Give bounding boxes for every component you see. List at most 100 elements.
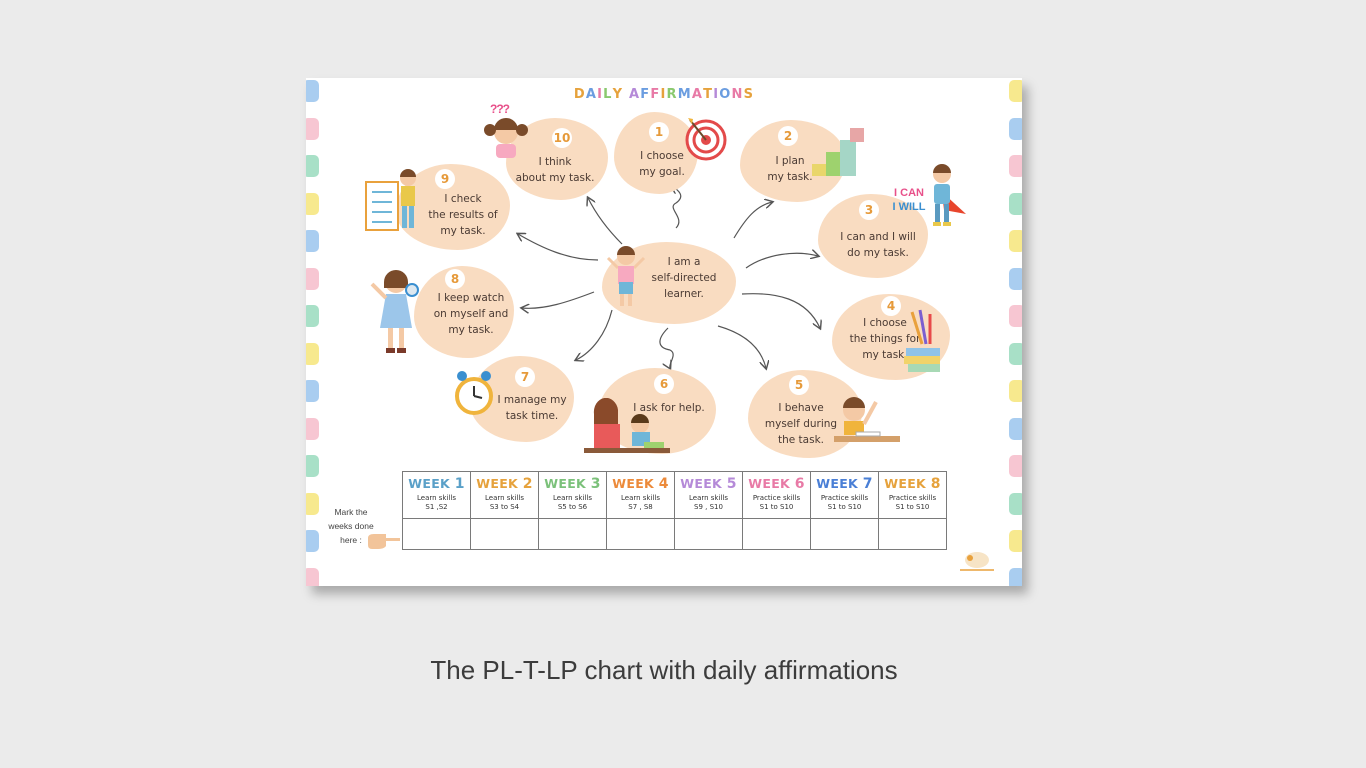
week-label: WEEK 1 — [403, 476, 470, 492]
title-letter: L — [603, 87, 613, 102]
week-1-checkbox[interactable] — [402, 518, 471, 550]
week-number: 1 — [454, 476, 465, 492]
title-letter: A — [628, 87, 641, 102]
week-activity: Practice skills — [752, 494, 801, 502]
title-letter: A — [585, 87, 598, 102]
node-9-number: 9 — [435, 169, 455, 189]
week-skills: S1 ,S2 — [425, 503, 448, 511]
target-icon — [685, 118, 727, 161]
side-tab — [1009, 192, 1022, 215]
title-letter: T — [703, 87, 714, 102]
week-7-checkbox[interactable] — [810, 518, 879, 550]
week-activity: Learn skills — [689, 494, 728, 502]
node-3-text: I can and I will do my task. — [840, 231, 916, 259]
side-tab — [306, 380, 319, 402]
week-number: 2 — [522, 476, 533, 492]
affirmations-poster: DAILY AFFIRMATIONS I am a self-dir — [306, 78, 1022, 586]
week-skills: S9 , S10 — [694, 503, 723, 511]
node-2-text: I plan my task. — [767, 155, 813, 183]
title-letter: I — [713, 87, 720, 102]
mark-weeks-text: Mark the weeks done here : — [328, 507, 374, 545]
week-word: WEEK — [884, 476, 927, 491]
center-text: I am a self-directed learner. — [651, 256, 717, 300]
figure-caption: The PL-T-LP chart with daily affirmation… — [430, 655, 898, 685]
node-7-number: 7 — [515, 367, 535, 387]
arrow-to-5 — [717, 325, 766, 368]
title-letter: F — [640, 87, 651, 102]
title-letter: Y — [612, 87, 624, 102]
week-word: WEEK — [816, 476, 859, 491]
week-word: WEEK — [748, 476, 791, 491]
side-tab — [306, 230, 319, 252]
i-will-text: I WILL — [892, 201, 926, 213]
week-word: WEEK — [612, 476, 655, 491]
side-tab — [1009, 380, 1022, 402]
title-letter: F — [650, 87, 661, 102]
week-2-checkbox[interactable] — [470, 518, 539, 550]
arrow-to-4 — [741, 293, 820, 328]
mindmap-arrows — [306, 78, 1022, 586]
week-number: 8 — [930, 476, 941, 492]
week-4-checkbox[interactable] — [606, 518, 675, 550]
side-tab — [306, 492, 319, 515]
week-3-checkbox[interactable] — [538, 518, 607, 550]
week-number: 4 — [658, 476, 669, 492]
parent-child-icon — [584, 398, 670, 453]
week-activity: Practice skills — [820, 494, 869, 502]
week-8-checkbox[interactable] — [878, 518, 947, 550]
week-6-checkbox[interactable] — [742, 518, 811, 550]
thinking-girl-icon — [484, 118, 528, 158]
arrow-to-9 — [518, 234, 599, 261]
side-tab — [306, 80, 319, 102]
arrow-to-6 — [659, 327, 674, 368]
week-word: WEEK — [544, 476, 587, 491]
side-tab — [306, 567, 319, 586]
side-tab — [306, 417, 319, 440]
week-label: WEEK 7 — [811, 476, 878, 492]
side-tab — [1009, 230, 1022, 252]
title-letter: D — [573, 87, 586, 102]
week-number: 5 — [726, 476, 737, 492]
week-word: WEEK — [408, 476, 451, 491]
week-activity: Learn skills — [485, 494, 524, 502]
title-letter: A — [691, 87, 704, 102]
week-skills: S5 to S6 — [557, 503, 588, 511]
week-label: WEEK 2 — [471, 476, 538, 492]
stairs-icon — [812, 128, 864, 176]
week-word: WEEK — [476, 476, 519, 491]
week-skills: S7 , S8 — [628, 503, 653, 511]
week-skills: S3 to S4 — [489, 503, 520, 511]
side-tab — [306, 117, 319, 140]
week-number: 7 — [862, 476, 873, 492]
side-tab — [1009, 267, 1022, 290]
week-activity: Learn skills — [621, 494, 660, 502]
title-letter: M — [677, 87, 692, 102]
node-6-text: I ask for help. — [633, 402, 705, 414]
week-number: 6 — [794, 476, 805, 492]
week-label: WEEK 6 — [743, 476, 810, 492]
side-tab — [1009, 567, 1022, 586]
side-tab — [306, 342, 319, 365]
node-10-number: 10 — [552, 128, 572, 148]
node-10-text: I think about my task. — [515, 156, 595, 184]
title-letter: S — [743, 87, 755, 102]
title-letter: I — [660, 87, 667, 102]
arrow-to-2 — [733, 202, 772, 239]
node-4-number: 4 — [881, 296, 901, 316]
node-1-number: 1 — [649, 122, 669, 142]
week-label: WEEK 5 — [675, 476, 742, 492]
side-tab — [306, 305, 319, 327]
week-5-checkbox[interactable] — [674, 518, 743, 550]
week-skills: S1 to S10 — [759, 503, 794, 511]
node-3-number: 3 — [859, 200, 879, 220]
title-letter: R — [666, 87, 678, 102]
brand-logo — [956, 548, 998, 579]
title-letter: N — [731, 87, 744, 102]
pointing-hand-icon — [368, 534, 400, 549]
